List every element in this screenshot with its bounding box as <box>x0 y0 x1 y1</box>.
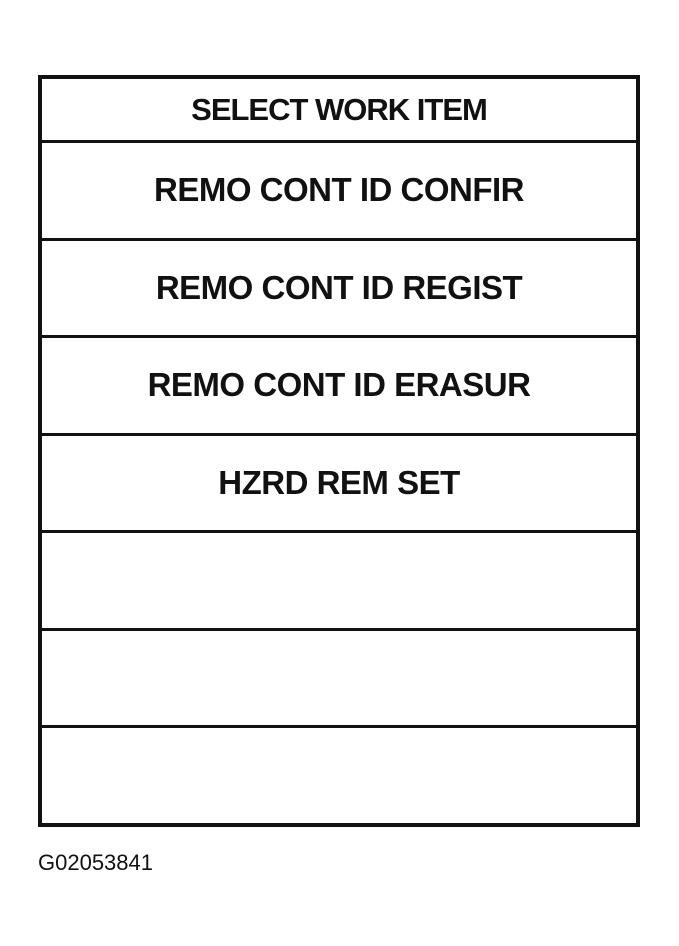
menu-item-remo-cont-id-erasur[interactable]: REMO CONT ID ERASUR <box>42 338 636 436</box>
select-work-item-panel: SELECT WORK ITEM REMO CONT ID CONFIR REM… <box>38 75 640 827</box>
menu-item-empty-1 <box>42 533 636 631</box>
work-item-list: REMO CONT ID CONFIR REMO CONT ID REGIST … <box>42 143 636 823</box>
panel-title: SELECT WORK ITEM <box>42 79 636 143</box>
menu-item-empty-3 <box>42 728 636 823</box>
figure-id: G02053841 <box>38 850 153 875</box>
menu-item-empty-2 <box>42 631 636 729</box>
menu-item-hzrd-rem-set[interactable]: HZRD REM SET <box>42 436 636 534</box>
menu-item-remo-cont-id-regist[interactable]: REMO CONT ID REGIST <box>42 241 636 339</box>
menu-item-remo-cont-id-confir[interactable]: REMO CONT ID CONFIR <box>42 143 636 241</box>
